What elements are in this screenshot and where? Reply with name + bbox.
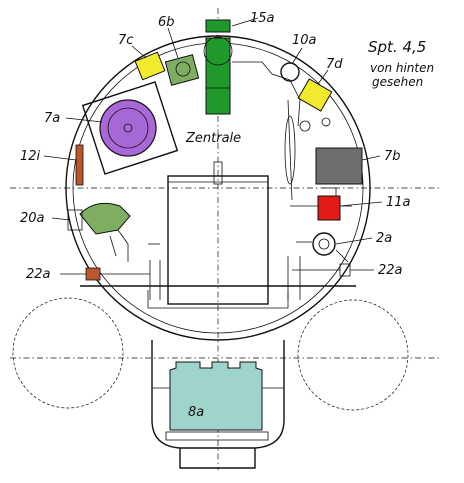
part-7c [134, 51, 166, 81]
part-12i [75, 144, 84, 186]
keel-compartment [151, 340, 285, 449]
right-saddle-tank [297, 299, 409, 411]
label-22a-left: 22a [26, 267, 51, 282]
part-15a-body [205, 37, 231, 115]
pipe-right-vertical [287, 99, 293, 201]
label-12i: 12i [20, 149, 41, 164]
part-10a-linkage [232, 61, 301, 127]
part-22a-left-pipes [100, 260, 161, 300]
part-7b [315, 147, 363, 185]
periscope-mount [213, 161, 223, 185]
label-7d: 7d [326, 57, 343, 72]
part-8a-base [165, 431, 269, 441]
label-8a: 8a [188, 405, 204, 420]
leader-7a [65, 117, 103, 123]
part-7a-housing [81, 81, 179, 175]
leader-6b [167, 27, 179, 59]
label-15a: 15a [250, 11, 275, 26]
part-20a [79, 202, 131, 235]
subtitle-line-2: gesehen [372, 75, 423, 89]
label-22a-right: 22a [378, 263, 403, 278]
part-7d [297, 78, 333, 112]
label-7a: 7a [44, 111, 60, 126]
part-11a [317, 195, 341, 221]
part-10a-knob [299, 120, 311, 132]
center-label: Zentrale [185, 131, 241, 146]
part-2a-wheel [312, 232, 336, 256]
leader-2a [335, 237, 373, 245]
central-well [167, 175, 269, 305]
label-6b: 6b [158, 15, 175, 30]
label-7c: 7c [118, 33, 133, 48]
part-15a-top [205, 19, 231, 33]
part-22a-left [85, 267, 101, 281]
pressure-hull-outer [65, 35, 371, 341]
left-saddle-tank [12, 297, 124, 409]
part-22a-right-pipes [287, 256, 340, 300]
part-2a-pipes [296, 241, 349, 263]
part-6b [164, 54, 200, 86]
label-7b: 7b [384, 149, 401, 164]
part-6b-lens [175, 61, 191, 77]
label-20a: 20a [20, 211, 45, 226]
title: Spt. 4,5 [368, 38, 426, 56]
leader-10a [291, 47, 303, 65]
leader-7d [317, 69, 329, 85]
part-7a-dial-ring [107, 107, 149, 149]
label-2a: 2a [376, 231, 392, 246]
part-20a-pipes [109, 229, 129, 262]
part-2a-hub [318, 238, 330, 250]
label-10a: 10a [292, 33, 317, 48]
leader-7b [361, 155, 381, 161]
leader-7c [131, 45, 147, 59]
leader-11a [339, 201, 383, 207]
part-8a [169, 361, 263, 431]
pipe-right-segment [284, 115, 296, 185]
part-10a-bolt [321, 117, 331, 127]
periscope-ring [203, 36, 233, 66]
leader-15a [231, 17, 259, 27]
label-11a: 11a [386, 195, 411, 210]
subtitle-line-1: von hinten [370, 61, 434, 75]
keel-base [179, 448, 256, 469]
leader-12i [43, 155, 77, 161]
part-10a-wheel [280, 62, 300, 82]
part-7a-center [123, 123, 133, 133]
leader-20a [51, 217, 71, 221]
